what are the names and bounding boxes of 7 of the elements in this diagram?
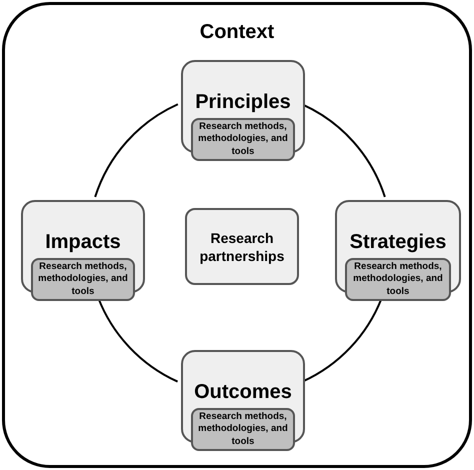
methods-box: Research methods, methodologies, and tools [345,258,451,301]
methods-box: Research methods, methodologies, and tools [191,408,295,451]
center-box: Research partnerships [185,208,299,285]
methods-box: Research methods, methodologies, and tools [191,118,295,161]
connector-arc [94,103,178,198]
title-text: Context [200,21,274,43]
methods-box: Research methods, methodologies, and tools [31,258,135,301]
